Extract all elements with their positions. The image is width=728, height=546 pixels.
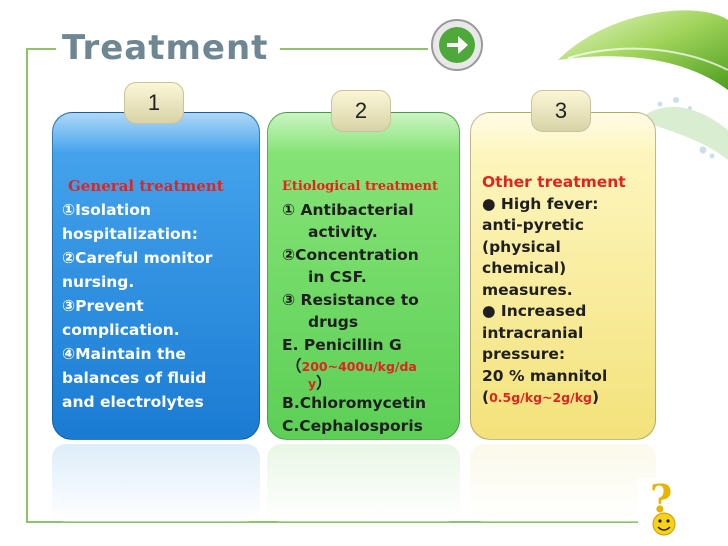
arrow-right-icon[interactable]	[430, 18, 484, 72]
card-reflection	[267, 444, 460, 522]
slide-title: Treatment	[62, 28, 269, 68]
card-reflection	[470, 444, 656, 522]
card-general-treatment	[52, 112, 260, 440]
card3-line: pressure:	[482, 345, 566, 363]
dose-open-paren: (	[482, 388, 490, 406]
dose-range: 200~400u/kg/da	[301, 359, 417, 374]
card2-heading: Etiological treatment	[282, 179, 438, 194]
card-reflection	[52, 444, 260, 522]
frame-left	[26, 48, 28, 523]
question-smiley-icon: ?	[650, 476, 676, 536]
dose-close-paren: ）	[316, 374, 332, 392]
card3-line: 20 % mannitol	[482, 366, 608, 385]
card2-line: in CSF.	[308, 268, 367, 286]
frame-bottom	[26, 521, 638, 523]
card1-line: ④Maintain the	[62, 345, 186, 363]
card1-line: balances of fluid	[62, 369, 207, 387]
card3-line: measures.	[482, 280, 573, 299]
card3-text: Other treatment ● High fever: anti-pyret…	[482, 172, 652, 409]
card2-line: E. Penicillin G	[282, 335, 402, 354]
card3-line: ● High fever:	[482, 194, 599, 213]
card3-dose: (0.5g/kg~2g/kg)	[482, 387, 652, 409]
card3-line: anti-pyretic	[482, 216, 584, 234]
card1-text: General treatment ①Isolation hospitaliza…	[62, 174, 254, 414]
dose-close-paren: )	[591, 388, 600, 406]
card2-dose: （200~400u/kg/da y）	[282, 356, 460, 392]
card2-line: drugs	[308, 313, 359, 331]
card3-heading: Other treatment	[482, 173, 626, 191]
help-box[interactable]: ?	[638, 476, 688, 538]
card1-line: ③Prevent	[62, 297, 144, 315]
svg-text:?: ?	[650, 478, 672, 521]
frame-top-right	[280, 48, 428, 50]
card3-line: chemical)	[482, 259, 567, 277]
card3-line: ● Increased	[482, 302, 587, 320]
dose-range: 0.5g/kg~2g/kg	[489, 390, 592, 405]
card1-line: nursing.	[62, 273, 135, 291]
card2-line: ③ Resistance to	[282, 290, 419, 309]
card1-line: complication.	[62, 321, 180, 339]
card2-line: ②Concentration	[282, 245, 419, 264]
card1-line: and electrolytes	[62, 393, 204, 411]
card1-line: ②Careful monitor	[62, 249, 213, 267]
dose-range-cont: y	[308, 376, 317, 391]
card2-line: C.Cephalosporis	[282, 416, 423, 435]
card1-line: hospitalization:	[62, 225, 198, 243]
card2-text: Etiological treatment ① Antibacterial ac…	[282, 176, 460, 437]
card1-heading: General treatment	[68, 177, 224, 195]
card1-line: ①Isolation	[62, 201, 151, 219]
tab-2: 2	[331, 90, 391, 132]
card2-line: activity.	[308, 223, 378, 241]
card3-line: (physical	[482, 237, 561, 256]
dose-open-paren: （	[286, 357, 302, 375]
tab-3: 3	[531, 90, 591, 132]
tab-1: 1	[124, 82, 184, 124]
card2-line: B.Chloromycetin	[282, 394, 427, 412]
card2-line: ① Antibacterial	[282, 200, 414, 219]
leaf-decoration	[558, 10, 728, 160]
frame-top-left	[26, 48, 56, 50]
card3-line: intracranial	[482, 323, 584, 342]
